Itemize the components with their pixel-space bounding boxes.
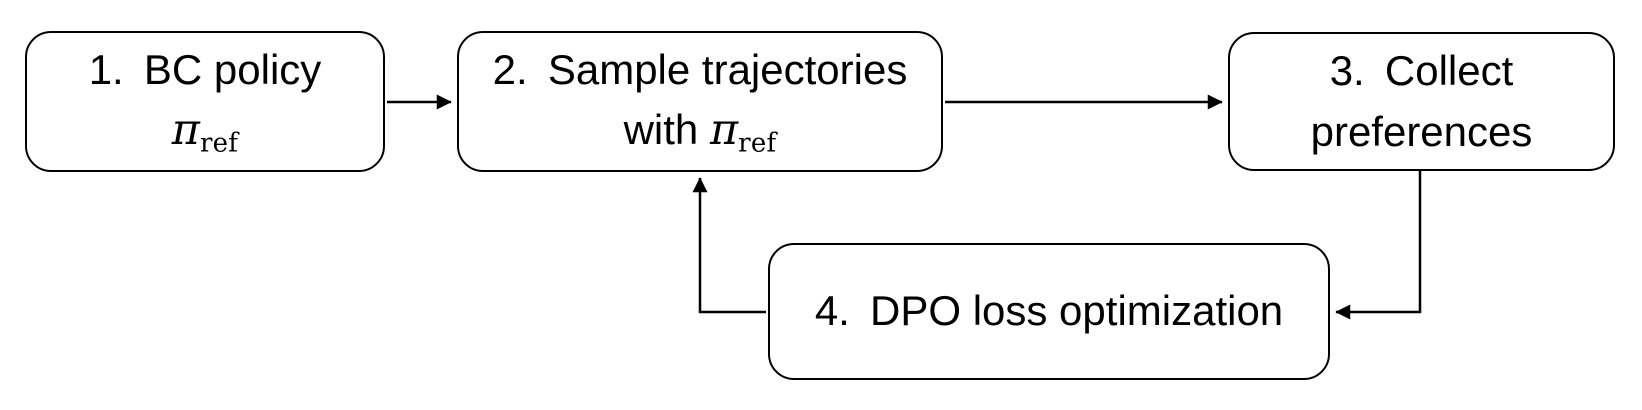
node-label: Collect [1384, 47, 1514, 95]
step-number: 2. [492, 46, 528, 94]
node-bc-policy: 1. BC policy πref [25, 31, 385, 172]
node-collect-preferences: 3. Collect preferences [1228, 32, 1615, 171]
arrow-dpo-to-sample [692, 177, 766, 314]
pi-subscript: ref [738, 128, 777, 159]
node-title-line: 4. DPO loss optimization [815, 281, 1283, 341]
node-math-line: πref [172, 100, 238, 163]
node-label: BC policy [143, 46, 322, 94]
node-label-line2: with [623, 106, 699, 154]
node-label-line2: preferences [1310, 107, 1533, 155]
node-title-line: 1. BC policy [89, 40, 322, 100]
node-label: Sample trajectories [547, 46, 908, 94]
step-number: 3. [1329, 47, 1365, 95]
node-dpo-loss-optimization: 4. DPO loss optimization [768, 243, 1330, 380]
pi-subscript: ref [199, 128, 239, 159]
node-title-line: 3. Collect [1330, 41, 1514, 101]
node-label: DPO loss optimization [870, 287, 1284, 335]
node-title-line: 2. Sample trajectories [493, 40, 908, 100]
pi-symbol: π [710, 105, 739, 156]
step-number: 1. [88, 46, 124, 94]
pi-symbol: π [171, 105, 200, 156]
arrow-collect-to-dpo [1335, 171, 1422, 320]
step-number: 4. [814, 287, 850, 335]
